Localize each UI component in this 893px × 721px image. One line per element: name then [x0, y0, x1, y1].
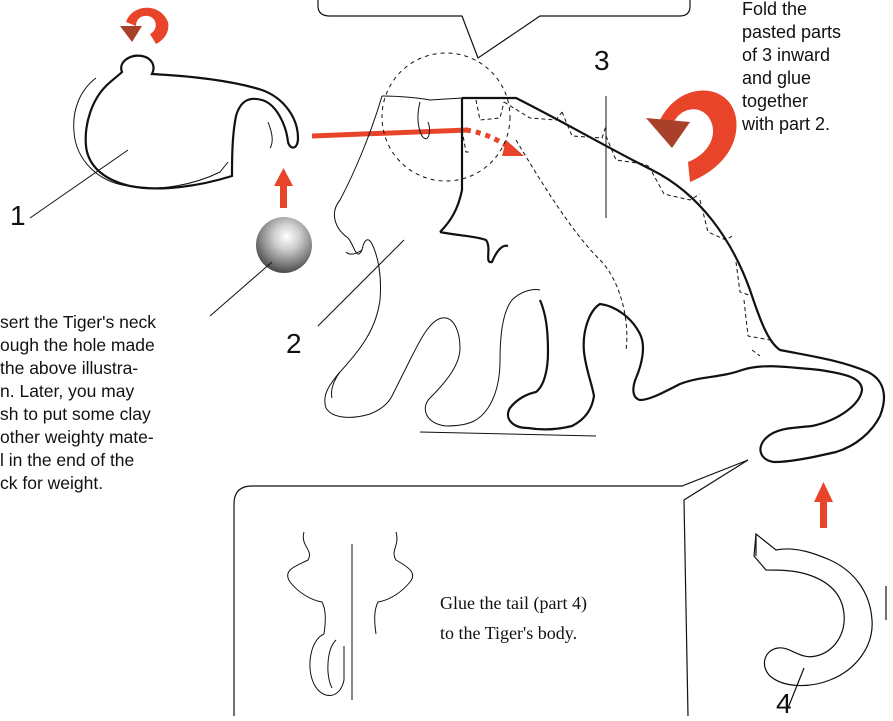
part-label-4: 4 — [776, 690, 792, 718]
part-4-tail — [754, 534, 886, 708]
tiger-body — [318, 96, 884, 462]
top-callout-bubble — [318, 0, 690, 58]
neck-line: the above illustra- — [0, 357, 238, 380]
part-label-2: 2 — [286, 330, 302, 358]
neck-hole-highlight — [382, 53, 510, 181]
tail-instruction: Glue the tail (part 4) to the Tiger's bo… — [440, 588, 670, 648]
insert-arrow — [312, 130, 524, 156]
tail-up-arrow — [814, 482, 833, 528]
fold-line: pasted parts — [742, 21, 892, 44]
fold-line: Fold the — [742, 0, 892, 21]
part-label-1: 1 — [10, 202, 26, 230]
fold-line: and glue — [742, 67, 892, 90]
part-1-head — [30, 56, 298, 218]
tail-line: Glue the tail (part 4) — [440, 588, 670, 618]
clay-ball — [256, 217, 312, 273]
fold-instruction: Fold the pasted parts of 3 inward and gl… — [742, 0, 892, 136]
ball-up-arrow — [274, 168, 293, 208]
neck-instruction: sert the Tiger's neck ough the hole made… — [0, 311, 238, 495]
neck-line: n. Later, you may — [0, 380, 238, 403]
fold-line: with part 2. — [742, 113, 892, 136]
neck-line: l in the end of the — [0, 449, 238, 472]
neck-line: other weighty mate- — [0, 426, 238, 449]
neck-line: sert the Tiger's neck — [0, 311, 238, 334]
rotate-arrow-fold — [646, 91, 737, 183]
part-label-3: 3 — [594, 47, 610, 75]
neck-line: ough the hole made — [0, 334, 238, 357]
neck-line: sh to put some clay — [0, 403, 238, 426]
fold-line: of 3 inward — [742, 44, 892, 67]
fold-line: together — [742, 90, 892, 113]
tail-line: to the Tiger's body. — [440, 618, 670, 648]
neck-line: ck for weight. — [0, 472, 238, 495]
rotate-arrow-head — [120, 8, 168, 44]
